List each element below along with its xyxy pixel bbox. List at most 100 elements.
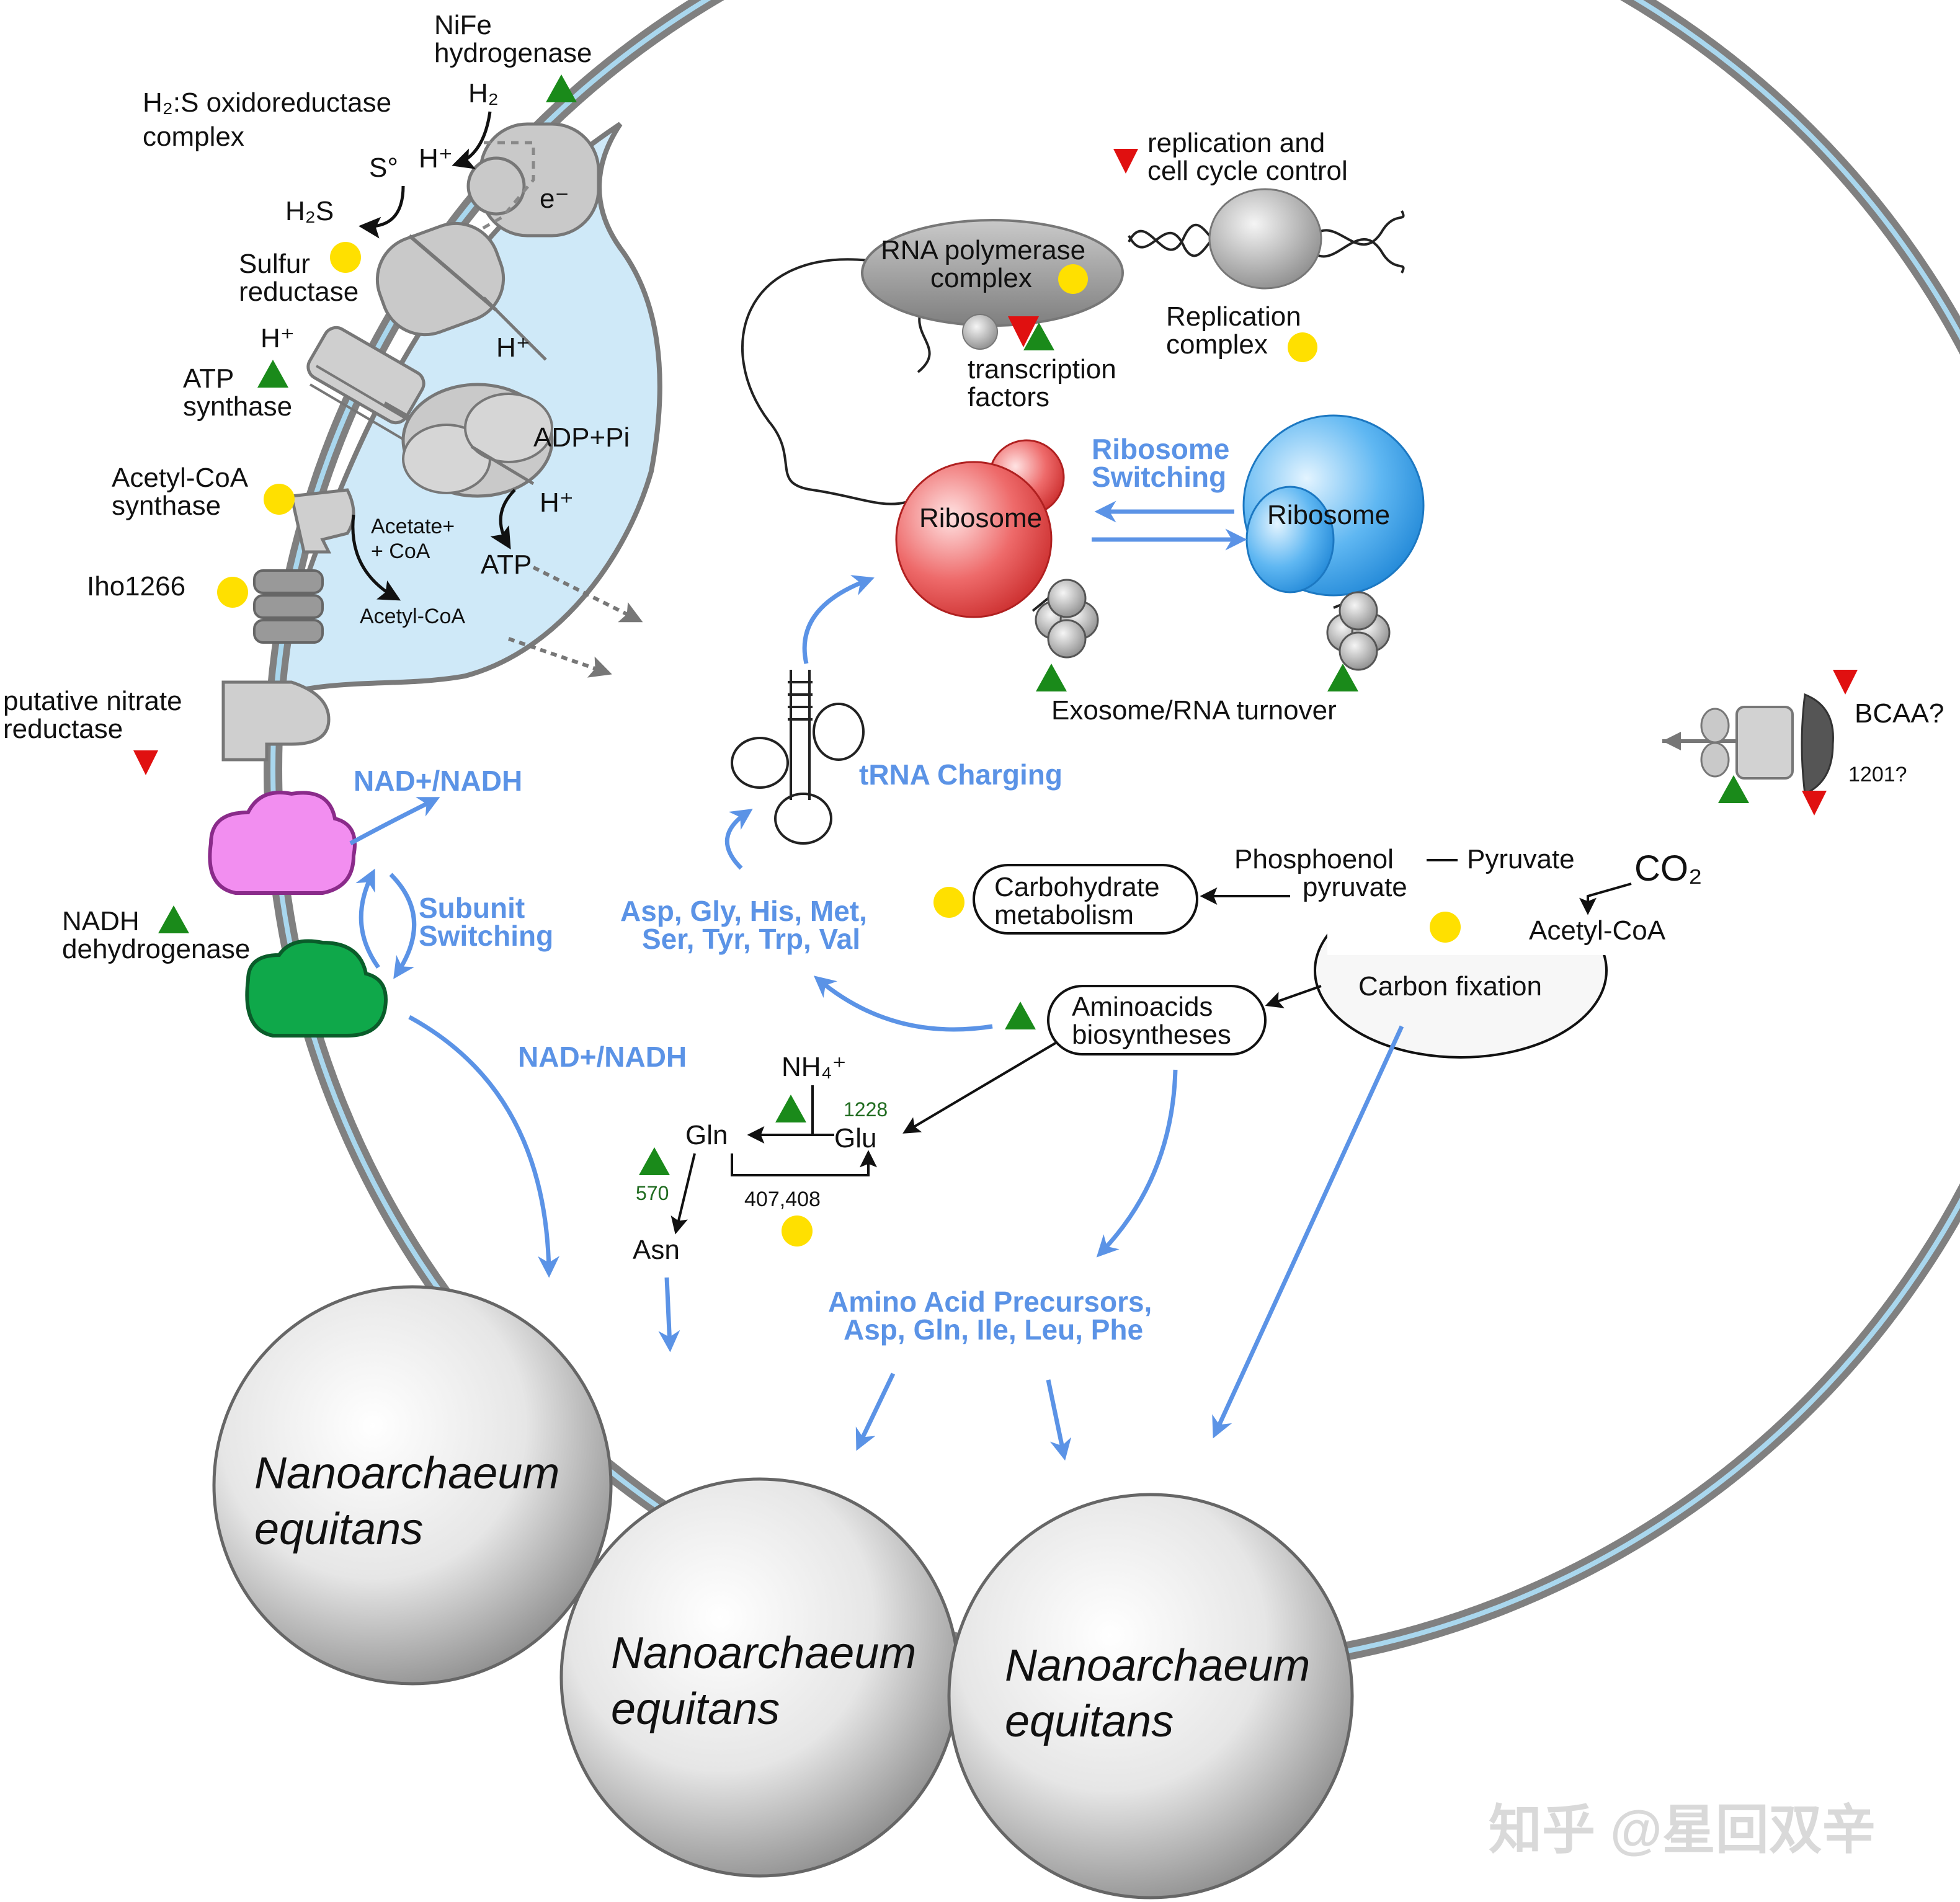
- dna-strand-right-2: [1307, 238, 1405, 273]
- precursors-label-2: Asp, Gln, Ile, Leu, Phe: [844, 1313, 1143, 1346]
- exosome-red: [1031, 579, 1099, 659]
- subunit-switching-label-2: Switching: [419, 920, 553, 952]
- replication-complex-label-1: Replication: [1166, 301, 1301, 332]
- acetyl-coa-product-label: Acetyl-CoA: [360, 605, 465, 628]
- arrow-aminoacids-to-trna: [724, 809, 753, 870]
- replication-control-label-2: cell cycle control: [1147, 156, 1348, 186]
- nanoarchaeum-sphere-3: [947, 1493, 1354, 1900]
- ribosome-switching-label-2: Switching: [1092, 461, 1226, 493]
- watermark: 知乎 @星回双辛: [1489, 1800, 1876, 1860]
- h-plus-adp-label: H⁺: [540, 487, 574, 518]
- ribosome-red: [895, 439, 1065, 618]
- s0-label: S°: [369, 153, 398, 183]
- arrow-aminoacids-to-glu: [902, 1041, 1059, 1134]
- h2-label: H₂: [468, 78, 499, 109]
- electron-label: e⁻: [540, 184, 569, 214]
- nanoarchaeum-sphere-1: [212, 1285, 613, 1686]
- sulfur-reductase-protein: [375, 221, 547, 361]
- up-triangle-atp-synthase: [257, 360, 288, 388]
- nanoarchaeum-2-line-1: Nanoarchaeum: [611, 1629, 916, 1678]
- pep-label-1: Phosphoenol: [1234, 844, 1394, 874]
- down-triangle-bcaa-top: [1833, 670, 1858, 695]
- arrow-cycle-to-aminoacids: [1265, 985, 1322, 1008]
- dot-carbohydrate: [933, 887, 964, 918]
- nanoarchaeum-3-line-1: Nanoarchaeum: [1005, 1641, 1310, 1691]
- glu-label: Glu: [834, 1123, 876, 1153]
- nife-hydrogenase-protein: [458, 122, 600, 244]
- n1201-label: 1201?: [1848, 763, 1907, 786]
- sulfur-reductase-label-2: reductase: [239, 277, 359, 307]
- adp-pi-label: ADP+Pi: [533, 422, 630, 453]
- nitrate-reductase-protein: [221, 680, 331, 762]
- iho1266-protein: [253, 569, 324, 644]
- nife-hydrogenase-label-1: NiFe: [434, 10, 492, 40]
- aminoacids-box: [1047, 985, 1267, 1055]
- carbohydrate-label-1: Carbohydrate: [994, 872, 1160, 902]
- bcaa-transporter: [1662, 693, 1834, 796]
- nad-nadh-label-bottom: NAD+/NADH: [518, 1041, 687, 1073]
- arrow-gln-to-glu-loop: [731, 1150, 877, 1176]
- up-triangle-570: [639, 1147, 670, 1175]
- dot-iho1266: [217, 577, 248, 608]
- h-plus-top-label: H⁺: [419, 143, 453, 174]
- ribosome-switching-label-1: Ribosome: [1092, 433, 1229, 465]
- arrow-nadh-top: [349, 797, 440, 846]
- atp-synthase-label-2: synthase: [183, 391, 292, 422]
- exosome-label: Exosome/RNA turnover: [1051, 695, 1337, 726]
- replication-complex: [1208, 188, 1322, 290]
- nad-nadh-label-top: NAD+/NADH: [354, 765, 522, 797]
- acetate-coa-label-1: Acetate+: [371, 515, 455, 538]
- transcription-factors-label-1: transcription: [968, 354, 1116, 384]
- acetyl-coa-synthase-label-1: Acetyl-CoA: [112, 463, 249, 493]
- h2s-complex-label-1: H₂:S oxidoreductase: [143, 87, 391, 118]
- up-triangle-exosome-blue: [1327, 664, 1358, 691]
- carbohydrate-label-2: metabolism: [994, 900, 1134, 930]
- dot-sulfur-reductase: [330, 242, 361, 273]
- precursors-label-1: Amino Acid Precursors,: [828, 1286, 1152, 1318]
- down-triangle-bcaa-bottom: [1802, 791, 1827, 815]
- ribosome-red-label: Ribosome: [919, 503, 1042, 533]
- atp-label: ATP: [481, 549, 532, 580]
- aminoacids-label-1: Aminoacids: [1072, 992, 1213, 1022]
- h2s-complex-label-2: complex: [143, 122, 244, 152]
- arrow-trna-to-ribosome: [802, 575, 875, 664]
- atp-synthase-label-1: ATP: [183, 363, 234, 394]
- arrow-precursors-right: [1046, 1379, 1072, 1461]
- nanoarchaeum-1-line-1: Nanoarchaeum: [254, 1449, 559, 1498]
- carbohydrate-box: [973, 864, 1198, 935]
- up-triangle-bcaa: [1718, 775, 1749, 803]
- h-plus-mid-label: H⁺: [496, 332, 530, 363]
- amino-list-label-1: Asp, Gly, His, Met,: [620, 895, 867, 927]
- nh4-label: NH₄⁺: [782, 1052, 847, 1082]
- sulfur-reductase-label-1: Sulfur: [239, 249, 310, 279]
- mrna-loop: [741, 258, 906, 505]
- arrow-gln-to-asn: [670, 1153, 696, 1235]
- arrow-co2-to-acetylcoa: [1579, 882, 1632, 915]
- n570-label: 570: [636, 1182, 669, 1204]
- rna-polymerase-label-2: complex: [930, 263, 1032, 293]
- rna-polymerase-label-1: RNA polymerase: [881, 235, 1085, 265]
- arrow-s0-to-h2s: [359, 185, 405, 239]
- nitrate-reductase-label-2: reductase: [3, 714, 123, 744]
- iho1266-label: Iho1266: [87, 571, 185, 602]
- arrow-aminoacids-to-precursors: [1096, 1069, 1178, 1258]
- arrow-acetylcoa-export: [508, 637, 612, 678]
- dot-rna-polymerase: [1058, 264, 1088, 294]
- gln-label: Gln: [685, 1120, 728, 1150]
- trna-structure: [731, 670, 865, 845]
- up-triangle-aminoacids: [1005, 1002, 1036, 1029]
- up-triangle-hydrogenase: [546, 74, 577, 102]
- ribosome-blue-label: Ribosome: [1267, 500, 1390, 530]
- nadh-dehydrogenase-green: [245, 939, 388, 1038]
- up-triangle-transcription: [1023, 322, 1054, 350]
- nanoarchaeum-1-line-2: equitans: [254, 1504, 423, 1554]
- replication-control-label-1: replication and: [1147, 128, 1325, 158]
- pyruvate-label: Pyruvate: [1467, 844, 1575, 874]
- nanoarchaeum-3-line-2: equitans: [1005, 1697, 1174, 1746]
- nife-hydrogenase-label-2: hydrogenase: [434, 38, 592, 68]
- nadh-dehydrogenase-label-1: NADH: [62, 906, 140, 936]
- dot-replication: [1288, 332, 1317, 362]
- up-triangle-nadh: [158, 905, 189, 933]
- bcaa-label: BCAA?: [1855, 698, 1944, 729]
